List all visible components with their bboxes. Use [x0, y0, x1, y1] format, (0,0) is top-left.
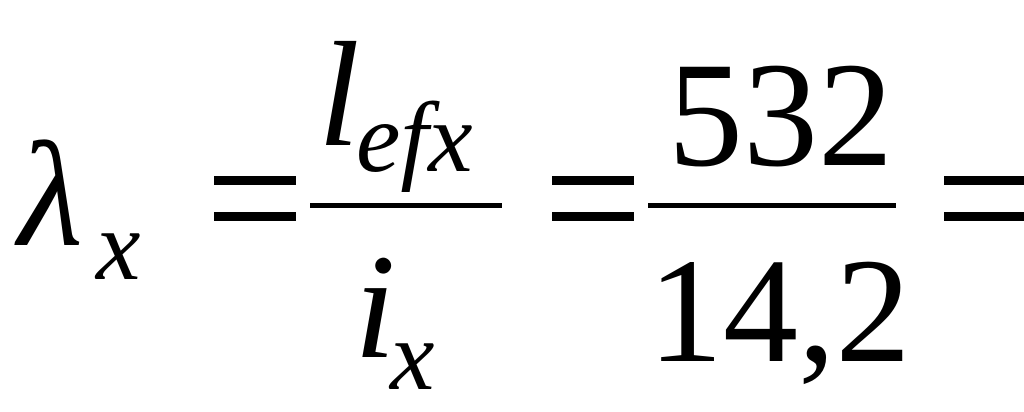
radius-of-gyration-subscript: x — [390, 300, 435, 411]
equals-sign-1-top-bar — [214, 176, 296, 185]
fraction-2-denominator: 14,2 — [648, 228, 911, 394]
equals-sign-3-top-bar — [944, 176, 1024, 185]
lambda-subscript: x — [96, 190, 141, 301]
equals-sign-3-bottom-bar — [944, 212, 1024, 221]
fraction-2-numerator: 532 — [668, 32, 893, 198]
lambda-symbol: λ — [18, 112, 83, 278]
effective-length-subscript: efx — [356, 82, 473, 193]
radius-of-gyration-symbol: i — [354, 224, 396, 390]
equals-sign-1-bottom-bar — [214, 212, 296, 221]
fraction-1-bar — [310, 203, 502, 208]
equals-sign-2-bottom-bar — [552, 212, 634, 221]
equals-sign-2-top-bar — [552, 176, 634, 185]
effective-length-symbol: l — [318, 12, 360, 178]
fraction-2-bar — [648, 203, 896, 208]
